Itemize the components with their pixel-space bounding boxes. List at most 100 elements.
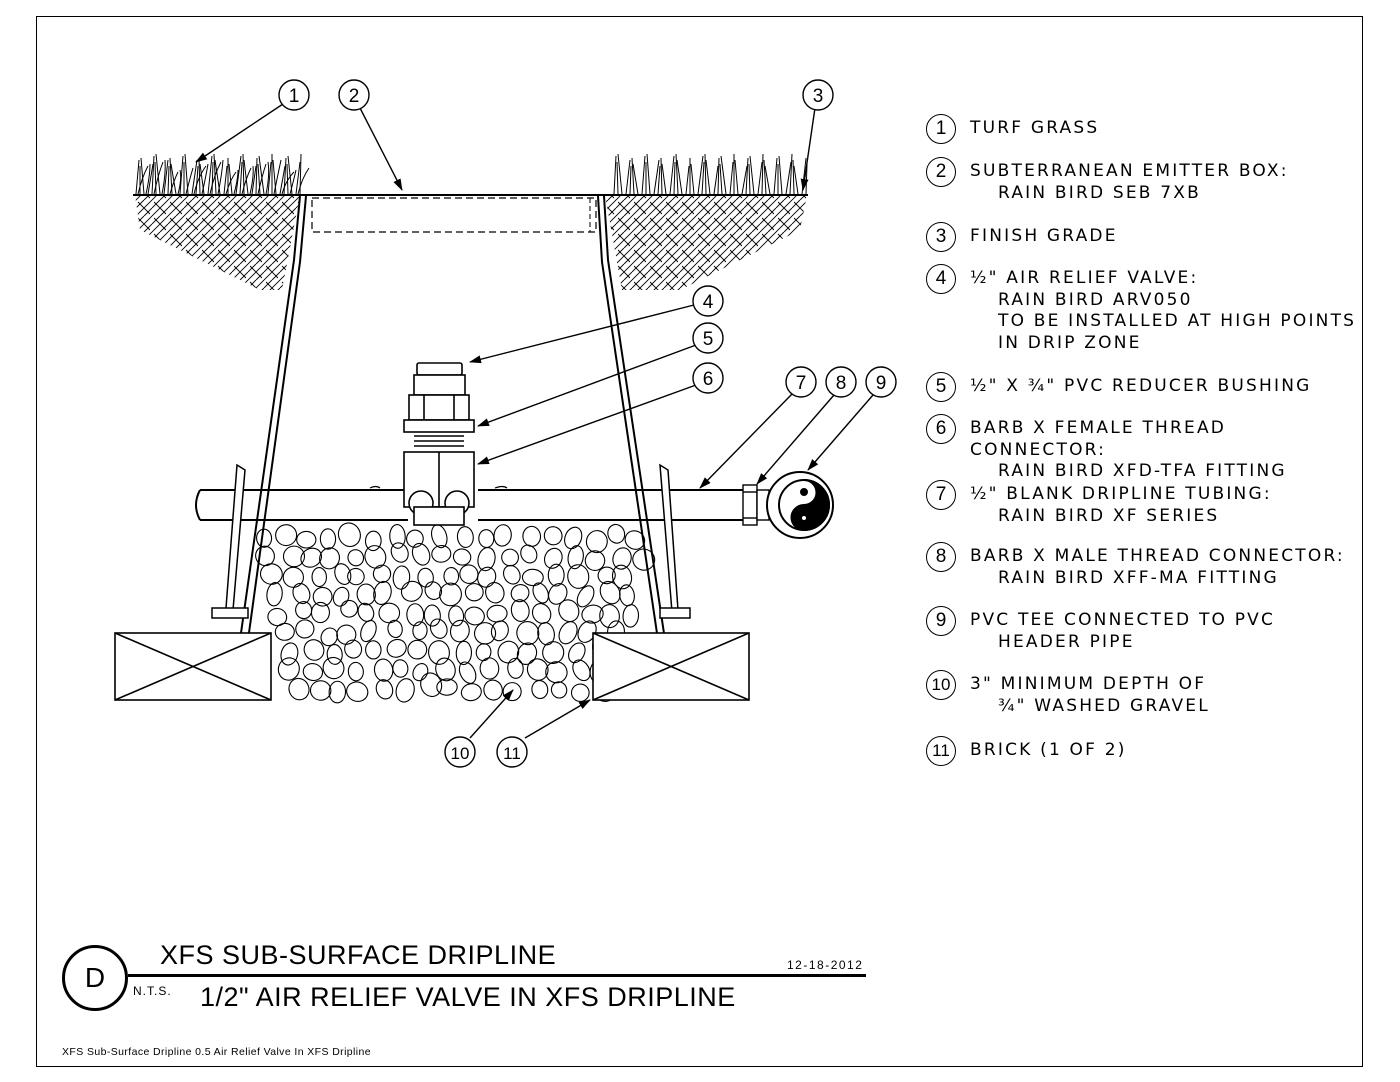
legend-line: BARB X FEMALE THREAD CONNECTOR: bbox=[970, 418, 1227, 460]
svg-text:2: 2 bbox=[349, 86, 360, 107]
air-relief-valve-assembly bbox=[403, 362, 475, 526]
legend-description: BARB X FEMALE THREAD CONNECTOR:RAIN BIRD… bbox=[970, 414, 1366, 483]
callout-10: 10 bbox=[444, 736, 476, 768]
callout-5: 5 bbox=[692, 322, 724, 354]
drawing-date: 12-18-2012 bbox=[787, 958, 864, 972]
brick-right bbox=[592, 632, 750, 701]
callout-4: 4 bbox=[692, 285, 724, 317]
legend-item-5: 5 ½" X ¾" PVC REDUCER BUSHING bbox=[926, 372, 1312, 402]
callout-3: 3 bbox=[802, 79, 834, 111]
legend-number: 11 bbox=[926, 736, 956, 766]
legend-item-7: 7 ½" BLANK DRIPLINE TUBING:RAIN BIRD XF S… bbox=[926, 480, 1272, 527]
legend-line: IN DRIP ZONE bbox=[998, 332, 1142, 353]
callout-leaders bbox=[195, 103, 874, 739]
svg-text:6: 6 bbox=[703, 369, 714, 390]
box-wall-left bbox=[239, 195, 307, 641]
scale-note: N.T.S. bbox=[133, 984, 172, 998]
legend-description: FINISH GRADE bbox=[970, 222, 1118, 248]
svg-text:8: 8 bbox=[836, 373, 847, 394]
legend-line: SUBTERRANEAN EMITTER BOX: bbox=[970, 161, 1289, 181]
legend-line: RAIN BIRD XF SERIES bbox=[998, 505, 1220, 526]
legend-description: TURF GRASS bbox=[970, 114, 1099, 140]
legend-line: RAIN BIRD XFD-TFA FITTING bbox=[998, 461, 1287, 481]
callout-7: 7 bbox=[785, 366, 817, 398]
legend-line: ¾" WASHED GRAVEL bbox=[998, 695, 1210, 716]
legend-line: 3" MINIMUM DEPTH OF bbox=[970, 674, 1207, 694]
svg-text:11: 11 bbox=[503, 744, 521, 763]
legend-number: 2 bbox=[926, 157, 956, 187]
soil-right bbox=[605, 195, 807, 290]
legend-line: PVC TEE CONNECTED TO PVC bbox=[970, 610, 1276, 630]
svg-text:5: 5 bbox=[703, 329, 714, 350]
detail-letter: D bbox=[84, 962, 106, 993]
legend-line: TO BE INSTALLED AT HIGH POINTS bbox=[998, 311, 1357, 331]
legend-number: 4 bbox=[926, 264, 956, 294]
drawing-border bbox=[36, 16, 1363, 1067]
legend-description: SUBTERRANEAN EMITTER BOX:RAIN BIRD SEB 7… bbox=[970, 157, 1289, 204]
legend-number: 7 bbox=[926, 480, 956, 510]
legend-description: BRICK (1 OF 2) bbox=[970, 736, 1127, 762]
legend-number: 9 bbox=[926, 606, 956, 636]
callout-9: 9 bbox=[865, 366, 897, 398]
legend-line: BRICK (1 OF 2) bbox=[970, 740, 1127, 760]
legend-line: TURF GRASS bbox=[970, 118, 1100, 138]
legend-item-8: 8 BARB X MALE THREAD CONNECTOR:RAIN BIRD … bbox=[926, 542, 1345, 589]
svg-text:9: 9 bbox=[876, 373, 887, 394]
svg-text:1: 1 bbox=[289, 86, 300, 107]
callout-8: 8 bbox=[825, 366, 857, 398]
barb-male-connector bbox=[742, 484, 770, 526]
turf-grass bbox=[135, 153, 808, 195]
legend-line: ½" AIR RELIEF VALVE: bbox=[970, 268, 1199, 288]
svg-text:7: 7 bbox=[796, 373, 807, 394]
file-name: XFS Sub-Surface Dripline 0.5 Air Relief … bbox=[62, 1046, 371, 1058]
legend-item-1: 1 TURF GRASS bbox=[926, 114, 1099, 144]
svg-text:3: 3 bbox=[813, 86, 824, 107]
title-underline bbox=[128, 974, 866, 977]
svg-text:10: 10 bbox=[451, 744, 470, 763]
legend-line: RAIN BIRD SEB 7XB bbox=[998, 182, 1201, 203]
legend-item-3: 3 FINISH GRADE bbox=[926, 222, 1118, 252]
legend-item-2: 2 SUBTERRANEAN EMITTER BOX:RAIN BIRD SEB … bbox=[926, 157, 1289, 204]
brick-left bbox=[114, 632, 272, 701]
legend-line: HEADER PIPE bbox=[998, 631, 1135, 652]
legend-item-11: 11 BRICK (1 OF 2) bbox=[926, 736, 1127, 766]
drawing-subtitle: 1/2" AIR RELIEF VALVE IN XFS DRIPLINE bbox=[200, 982, 736, 1012]
callout-6: 6 bbox=[692, 362, 724, 394]
legend-number: 1 bbox=[926, 114, 956, 144]
pvc-tee bbox=[766, 471, 834, 539]
legend-description: BARB X MALE THREAD CONNECTOR:RAIN BIRD X… bbox=[970, 542, 1345, 589]
callout-2: 2 bbox=[338, 79, 370, 111]
legend-line: RAIN BIRD ARV050 bbox=[998, 289, 1193, 310]
callout-11: 11 bbox=[496, 736, 528, 768]
legend-number: 5 bbox=[926, 372, 956, 402]
legend-number: 10 bbox=[926, 670, 956, 700]
legend-line: RAIN BIRD XFF-MA FITTING bbox=[998, 567, 1279, 588]
legend-line: FINISH GRADE bbox=[970, 226, 1118, 246]
legend-number: 8 bbox=[926, 542, 956, 572]
detail-letter-bubble: D bbox=[62, 945, 128, 1011]
legend-line: ½" BLANK DRIPLINE TUBING: bbox=[970, 484, 1272, 504]
legend-description: ½" X ¾" PVC REDUCER BUSHING bbox=[970, 372, 1312, 398]
drawing-title: XFS SUB-SURFACE DRIPLINE bbox=[160, 940, 557, 970]
callout-bubbles: 1 2 3 4 5 6 7 8 9 10 11 bbox=[278, 79, 897, 768]
legend-line: BARB X MALE THREAD CONNECTOR: bbox=[970, 546, 1345, 566]
legend-description: ½" BLANK DRIPLINE TUBING:RAIN BIRD XF SE… bbox=[970, 480, 1272, 527]
svg-text:4: 4 bbox=[703, 292, 714, 313]
soil-left bbox=[135, 195, 300, 290]
box-wall-right bbox=[597, 195, 666, 641]
legend-number: 3 bbox=[926, 222, 956, 252]
legend-item-6: 6 BARB X FEMALE THREAD CONNECTOR:RAIN BIR… bbox=[926, 414, 1366, 483]
legend-line: ½" X ¾" PVC REDUCER BUSHING bbox=[970, 376, 1312, 396]
dripline-tubing bbox=[200, 489, 745, 521]
legend-number: 6 bbox=[926, 414, 956, 444]
callout-1: 1 bbox=[278, 79, 310, 111]
box-lid bbox=[311, 197, 597, 233]
